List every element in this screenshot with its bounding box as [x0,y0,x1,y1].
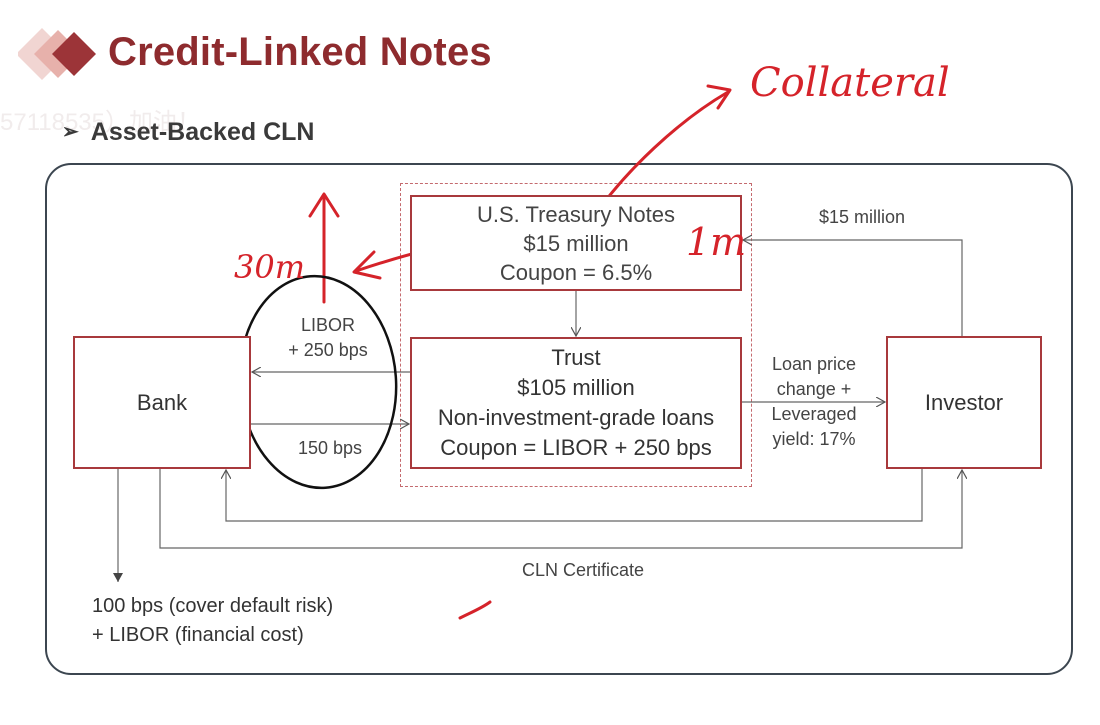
bank-note-line1: 100 bps (cover default risk) [92,595,334,617]
loan-label-line1: Loan price [771,354,857,374]
loan-label-line3: Leveraged [771,404,857,424]
collateral-arrowhead-stroke [706,84,732,110]
trust-box: Trust $105 million Non-investment-grade … [410,337,742,469]
libor-spread-label: LIBOR + 250 bps [270,313,386,363]
libor-label-line2: + 250 bps [288,340,368,360]
loan-label-line4: yield: 17% [772,429,856,449]
loan-yield-label: Loan price change + Leveraged yield: 17% [752,352,876,452]
treasury-notes-amount: $15 million [523,230,629,256]
watermark-text: 57118535）加油！ [0,109,201,136]
thirty-m-annotation: 30m [234,248,306,286]
bps150-label: 150 bps [297,438,363,458]
cln-certificate-label: CLN Certificate [521,560,645,580]
page-title: Credit-Linked Notes [108,30,492,74]
diagram-frame [45,163,1073,675]
treasury-notes-box: U.S. Treasury Notes $15 million Coupon =… [410,195,742,291]
loan-label-line2: change + [776,379,852,399]
investor-label: Investor [924,389,1004,415]
investor-box: Investor [886,336,1042,469]
trust-assets: Non-investment-grade loans [437,405,715,430]
section-heading: ➢ Asset-Backed CLN [62,118,314,147]
diamond-logo-icon [18,28,96,80]
bank-note-line2: + LIBOR (financial cost) [92,624,304,646]
bank-cost-note: 100 bps (cover default risk) + LIBOR (fi… [92,592,333,650]
trust-coupon: Coupon = LIBOR + 250 bps [440,435,712,460]
investor-funds-label: $15 million [818,207,906,227]
collateral-annotation: Collateral [750,60,950,106]
trust-title: Trust [551,345,601,370]
libor-label-line1: LIBOR [300,315,356,335]
bullet-arrow-icon: ➢ [62,121,79,143]
section-heading-text: Asset-Backed CLN [90,118,315,146]
trust-amount: $105 million [517,375,635,400]
one-m-annotation: 1m [686,220,747,264]
bank-label: Bank [136,389,188,415]
treasury-notes-title: U.S. Treasury Notes [476,201,676,227]
treasury-notes-coupon: Coupon = 6.5% [499,259,653,285]
bank-box: Bank [73,336,251,469]
